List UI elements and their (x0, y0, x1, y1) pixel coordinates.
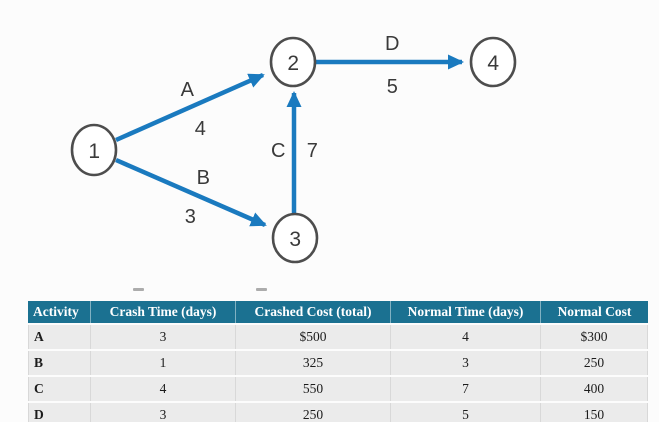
node-2-label: 2 (287, 52, 298, 75)
table-row: B 1 325 3 250 (28, 351, 648, 375)
cropped-text-artifact (256, 288, 267, 291)
edge-activity-a (115, 72, 265, 143)
edge-b-duration: 3 (185, 206, 196, 228)
crashed-cost-cell: 550 (235, 377, 390, 401)
activity-cell: A (28, 325, 90, 349)
crash-time-cell: 4 (90, 377, 235, 401)
node-3-label: 3 (289, 228, 300, 251)
crashed-cost-cell: 250 (235, 403, 390, 422)
activity-cell: D (28, 403, 90, 422)
column-header-crash-time: Crash Time (days) (90, 301, 235, 323)
column-header-crashed-cost: Crashed Cost (total) (235, 301, 390, 323)
crash-cost-table: Activity Crash Time (days) Crashed Cost … (28, 299, 648, 422)
edge-a-name: A (181, 79, 195, 101)
normal-time-cell: 3 (390, 351, 540, 375)
normal-time-cell: 5 (390, 403, 540, 422)
crash-time-cell: 1 (90, 351, 235, 375)
table-row: A 3 $500 4 $300 (28, 325, 648, 349)
activity-network-diagram: A 4 B 3 C 7 D 5 1 2 3 4 (70, 33, 517, 264)
node-2: 2 (269, 36, 317, 88)
crash-time-cell: 3 (90, 403, 235, 422)
table-row: C 4 550 7 400 (28, 377, 648, 401)
node-1: 1 (70, 123, 118, 177)
table-row: D 3 250 5 150 (28, 403, 648, 422)
cropped-text-artifact (133, 288, 144, 291)
edge-b-name: B (197, 167, 210, 189)
table-header-row: Activity Crash Time (days) Crashed Cost … (28, 301, 648, 323)
column-header-normal-cost: Normal Cost (540, 301, 648, 323)
edge-c-duration: 7 (307, 140, 318, 162)
crashed-cost-cell: 325 (235, 351, 390, 375)
activity-cell: B (28, 351, 90, 375)
normal-cost-cell: 150 (540, 403, 648, 422)
edge-d-name: D (385, 33, 399, 55)
edge-d-duration: 5 (387, 76, 398, 98)
node-1-label: 1 (88, 140, 99, 163)
normal-time-cell: 7 (390, 377, 540, 401)
edge-activity-b (115, 157, 267, 228)
normal-cost-cell: 250 (540, 351, 648, 375)
activity-cell: C (28, 377, 90, 401)
crashed-cost-cell: $500 (235, 325, 390, 349)
edge-c-name: C (271, 140, 285, 162)
column-header-normal-time: Normal Time (days) (390, 301, 540, 323)
node-4-label: 4 (487, 52, 499, 75)
column-header-activity: Activity (28, 301, 90, 323)
node-4: 4 (469, 36, 517, 88)
crash-time-cell: 3 (90, 325, 235, 349)
normal-time-cell: 4 (390, 325, 540, 349)
edge-a-duration: 4 (195, 118, 206, 140)
node-3: 3 (271, 212, 319, 264)
normal-cost-cell: $300 (540, 325, 648, 349)
normal-cost-cell: 400 (540, 377, 648, 401)
